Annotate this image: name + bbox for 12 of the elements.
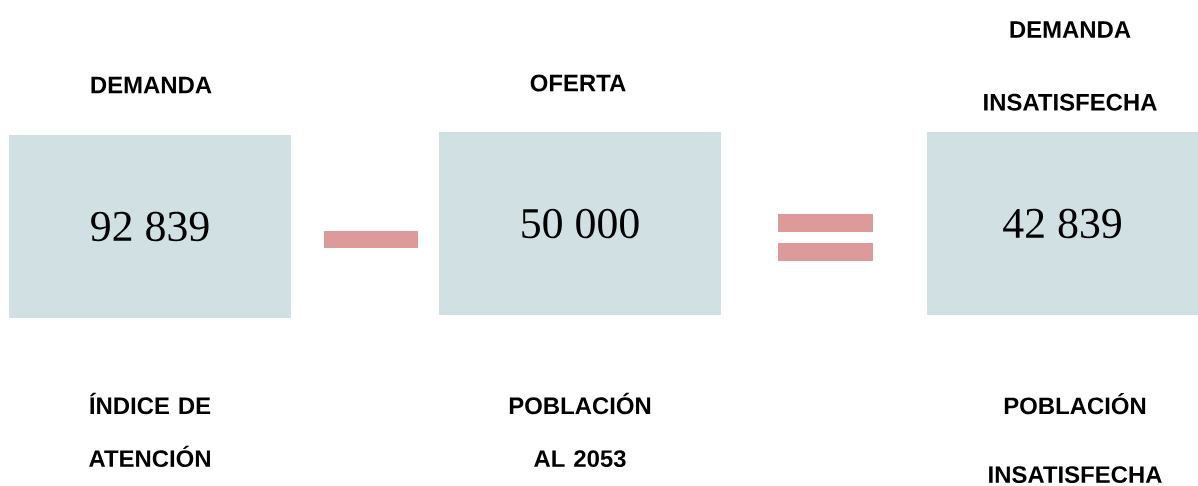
operator-bar xyxy=(324,231,418,248)
value-box: 50 000 xyxy=(439,132,721,315)
node-label: POBLACIÓN INSATISFECHA xyxy=(989,392,1162,484)
node-label: ÍNDICE DE ATENCIÓN xyxy=(89,392,211,468)
operator-bar xyxy=(778,214,873,232)
value-box: 92 839 xyxy=(9,135,291,318)
node-label: POBLACIÓN AL 2053 xyxy=(509,392,651,468)
operator-bar xyxy=(778,243,873,261)
heading: DEMANDA xyxy=(91,76,212,94)
heading: DEMANDA INSATISFECHA xyxy=(984,21,1157,111)
value-box: 42 839 xyxy=(927,132,1198,315)
heading: OFERTA xyxy=(530,74,626,92)
